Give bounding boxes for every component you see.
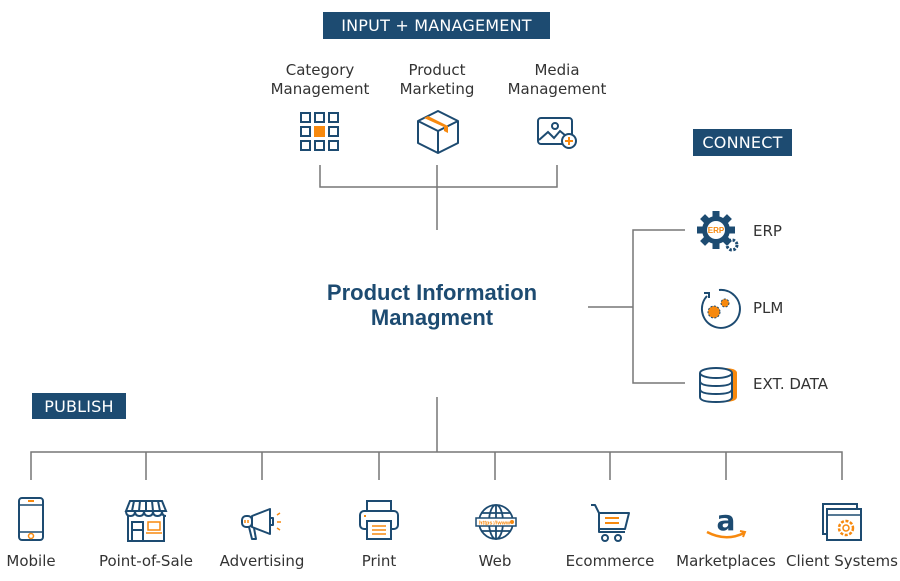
connect-badge: CONNECT [693,129,792,156]
label-line: Marketing [399,80,475,98]
label-line: Management [507,80,607,98]
url-icon-text: https://www [479,521,511,527]
storefront-icon [124,500,168,542]
label-line: Category [285,61,355,79]
image-add-icon [537,117,577,149]
label-line: Media [534,61,580,79]
publish-label-point-of-sale: Point-of-Sale [98,552,194,570]
smartphone-icon [18,497,44,541]
publish-bracket [30,397,843,480]
publish-label-marketplaces: Marketplaces [676,552,776,570]
title-line: Product Information [326,280,538,305]
input-bracket [319,165,558,230]
publish-label-client-systems: Client Systems [786,552,898,570]
lifecycle-gears-icon [700,288,741,329]
grid-icon [300,112,339,151]
amazon-icon: a [706,508,747,539]
publish-label-advertising: Advertising [219,552,305,570]
label-line: Product [408,61,466,79]
box-icon [417,110,459,154]
erp-icon-text: ERP [708,226,725,235]
globe-icon: https://www [475,504,517,540]
ext-data-label: EXT. DATA [753,375,829,393]
publish-label-mobile: Mobile [6,552,56,570]
label-line: Management [270,80,370,98]
publish-badge: PUBLISH [32,393,126,419]
database-icon [699,367,737,404]
megaphone-icon [241,508,281,540]
shopping-cart-icon [591,504,630,542]
erp-gear-icon: ERP [697,211,739,252]
publish-label-ecommerce: Ecommerce [565,552,655,570]
erp-label: ERP [753,222,782,240]
printer-icon [359,500,399,540]
windows-gear-icon [822,503,862,541]
plm-label: PLM [753,299,784,317]
amazon-icon-text: a [717,508,736,537]
input-management-badge: INPUT + MANAGEMENT [323,12,550,39]
publish-label-web: Web [478,552,512,570]
publish-label-print: Print [361,552,397,570]
title-line: Managment [370,305,494,330]
connect-bracket [588,229,685,384]
